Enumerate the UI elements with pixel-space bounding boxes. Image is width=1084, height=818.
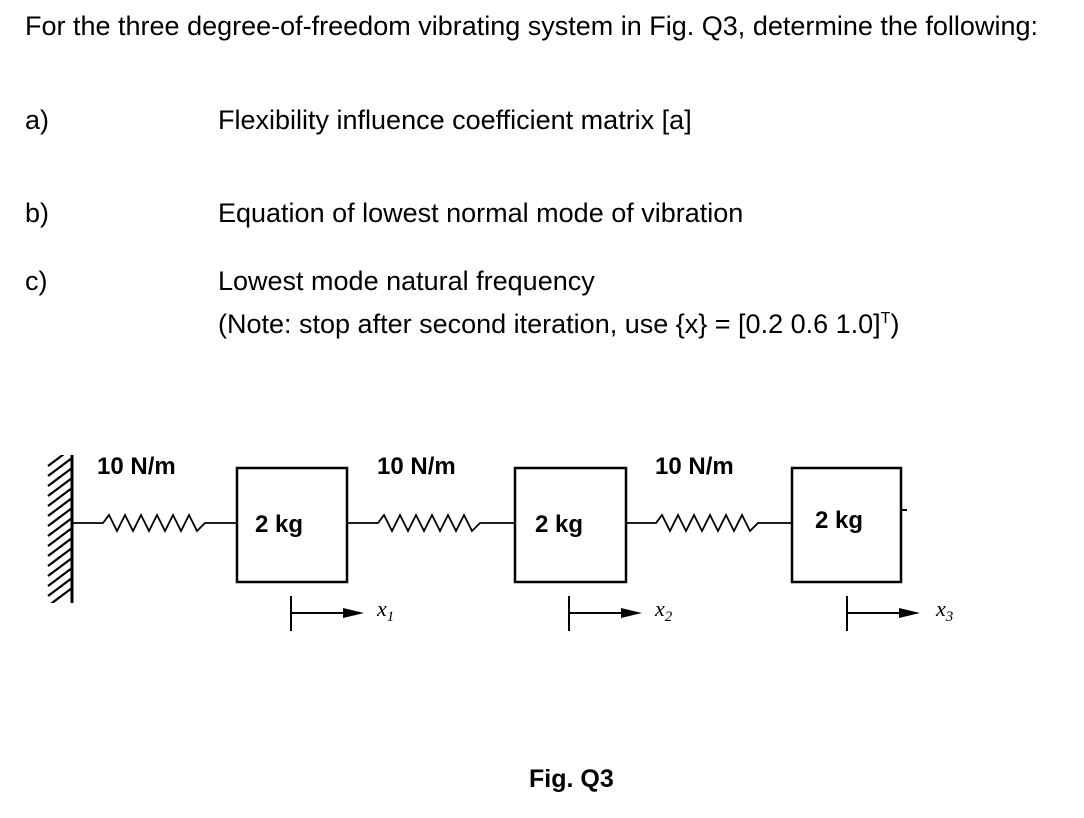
- displacement-arrow-3: [846, 596, 920, 631]
- question-intro: For the three degree-of-freedom vibratin…: [25, 11, 1038, 41]
- spring-1: [72, 512, 236, 534]
- part-a-text: Flexibility influence coefficient matrix…: [218, 105, 692, 135]
- part-c-text: Lowest mode natural frequency: [218, 266, 595, 296]
- displacement-label-1: x1: [376, 596, 394, 625]
- part-c-note: (Note: stop after second iteration, use …: [218, 301, 899, 342]
- mass-2-label: 2 kg: [535, 511, 583, 538]
- spring-2: [347, 512, 514, 534]
- displacement-label-2: x2: [654, 596, 673, 625]
- mass-1-box: [235, 466, 349, 584]
- part-b-text: Equation of lowest normal mode of vibrat…: [218, 198, 744, 228]
- part-b-label: b): [25, 198, 50, 228]
- mass-1-label: 2 kg: [255, 511, 303, 538]
- spring-3-label: 10 N/m: [655, 453, 734, 480]
- displacement-label-3: x3: [935, 596, 953, 625]
- spring-3: [626, 512, 791, 534]
- mass-3-box: [790, 466, 903, 584]
- part-c-label: c): [25, 266, 48, 296]
- fixed-wall: [47, 455, 74, 603]
- displacement-arrow-2: [568, 596, 642, 631]
- displacement-arrow-1: [290, 596, 364, 631]
- figure-caption: Fig. Q3: [529, 765, 614, 793]
- spring-1-label: 10 N/m: [97, 453, 176, 480]
- part-a-label: a): [25, 105, 50, 135]
- note-prefix: (Note: stop after second iteration, use …: [218, 309, 881, 339]
- note-suffix: ): [890, 309, 900, 339]
- spring-2-label: 10 N/m: [377, 453, 456, 480]
- note-superscript: T: [880, 310, 891, 327]
- mass-3-label: 2 kg: [815, 507, 863, 534]
- mass-2-box: [513, 466, 628, 584]
